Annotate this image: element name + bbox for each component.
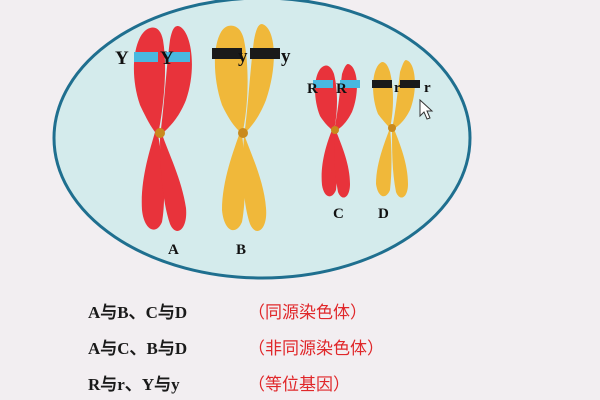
chromosome-c <box>313 64 360 198</box>
relation-term: （非同源染色体） <box>248 338 384 358</box>
gene-label-y-2: Y <box>160 48 174 69</box>
chromosome-label-a: A <box>168 242 179 258</box>
gene-label-r-1: R <box>307 81 318 97</box>
chromatid-a-right <box>160 26 192 231</box>
chromatid-b-left <box>214 25 248 231</box>
relation-term: （等位基因） <box>248 374 350 394</box>
chromosome-label-b: B <box>236 242 246 258</box>
centromere-a <box>155 128 165 138</box>
chromosome-d <box>372 60 420 198</box>
relation-row-homologous: A与B、C与D （同源染色体） <box>88 292 384 328</box>
gene-band-rr2-d <box>400 80 420 88</box>
gene-label-y-1: Y <box>115 48 129 69</box>
gene-band-y2-a <box>166 52 190 62</box>
chromosome-a <box>133 26 192 231</box>
gene-band-yy1-b <box>212 48 242 59</box>
chromatid-c-right <box>334 64 357 198</box>
gene-label-lower-y-2: y <box>281 46 291 67</box>
relation-pair: A与B、C与D <box>88 302 188 322</box>
chromosome-diagram: Y Y y y R R r r A B C D <box>52 0 472 280</box>
gene-band-r1-c <box>313 80 333 88</box>
chromatid-d-right <box>392 60 415 198</box>
centromere-d <box>388 124 396 132</box>
gene-band-yy2-b <box>250 48 280 59</box>
gene-band-y1-a <box>134 52 158 62</box>
chromatid-d-left <box>373 62 393 197</box>
centromere-c <box>331 126 339 134</box>
chromosome-label-c: C <box>333 206 344 222</box>
gene-band-r2-c <box>340 80 360 88</box>
gene-label-r-2: R <box>336 81 347 97</box>
gene-label-lower-r-1: r <box>394 80 401 96</box>
relation-term: （同源染色体） <box>248 302 367 322</box>
chromatid-a-left <box>133 27 166 230</box>
chromatid-b-right <box>242 24 274 231</box>
centromere-b <box>238 128 248 138</box>
gene-label-lower-y-1: y <box>238 46 248 67</box>
relation-pair: A与C、B与D <box>88 338 188 358</box>
relation-pair: R与r、Y与y <box>88 374 180 394</box>
gene-label-lower-r-2: r <box>424 80 431 96</box>
chromosome-b <box>212 24 280 231</box>
relation-row-nonhomologous: A与C、B与D （非同源染色体） <box>88 328 384 364</box>
relation-row-alleles: R与r、Y与y （等位基因） <box>88 364 384 400</box>
chromatid-c-left <box>315 65 337 197</box>
chromosome-label-d: D <box>378 206 389 222</box>
gene-band-rr1-d <box>372 80 392 88</box>
relations-list: A与B、C与D （同源染色体） A与C、B与D （非同源染色体） R与r、Y与y… <box>88 292 384 400</box>
mouse-cursor-icon <box>419 98 434 120</box>
